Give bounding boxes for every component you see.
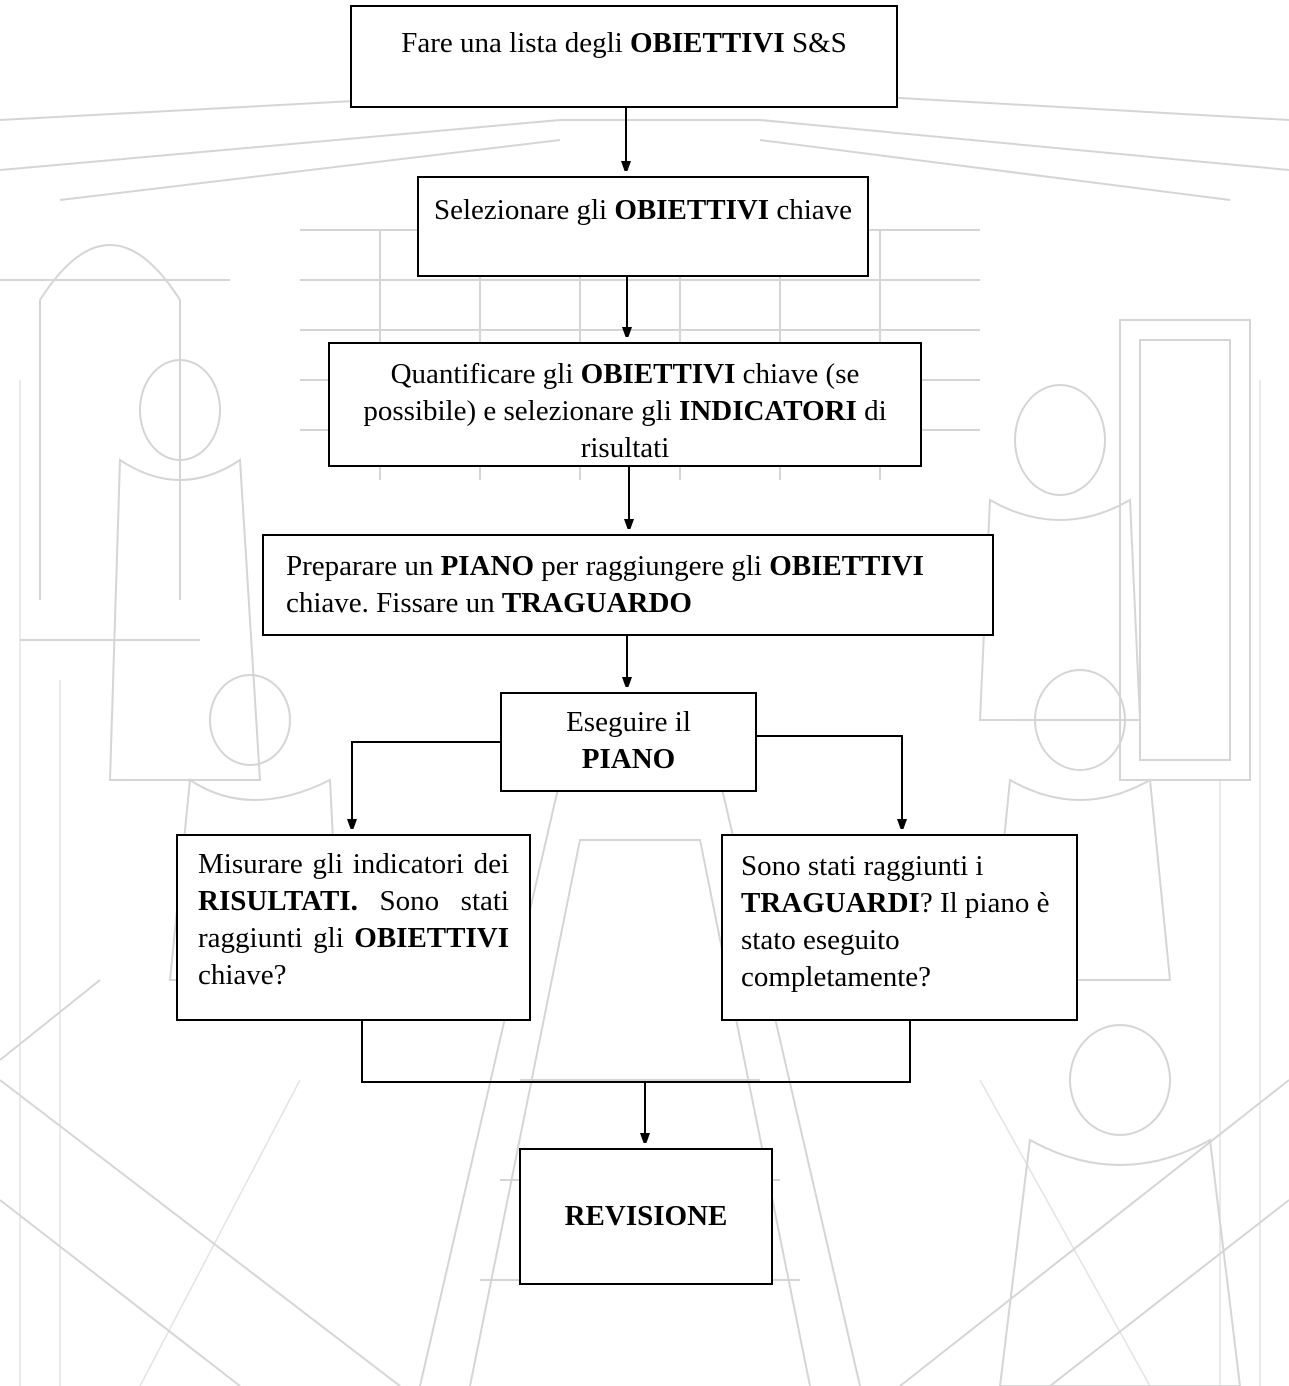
select-text-run: Selezionare gli [433, 194, 615, 226]
step-list-objectives: Fare una lista degli OBIETTIVI S&S [350, 5, 898, 108]
step-select-key-objectives: Selezionare gli OBIETTIVI chiave [417, 176, 869, 277]
plan-text-run: Preparare un [286, 550, 441, 582]
step-measure-results: Misurare gli indicatori dei RISULTATI. S… [176, 834, 531, 1021]
arrow-execute-to-measure [352, 741, 500, 826]
step-check-milestones: Sono stati raggiunti i TRAGUARDI? Il pia… [721, 834, 1078, 1021]
goals-text-run: Sono stati raggiunti i [741, 850, 984, 882]
step-execute-plan: Eseguire il PIANO [500, 692, 757, 792]
measure-text-run: Misurare gli indicatori dei [198, 848, 509, 880]
measure-text-run: chiave? [198, 959, 287, 991]
step-prepare-plan: Preparare un PIANO per raggiungere gli O… [262, 534, 994, 636]
execute-text-run: PIANO [581, 743, 676, 775]
arrow-execute-to-goals [757, 735, 902, 826]
plan-text-run: TRAGUARDO [501, 587, 692, 619]
measure-text-run: RISULTATI. [198, 885, 358, 917]
quantify-text-run: INDICATORI [679, 395, 857, 427]
quantify-text-run: OBIETTIVI [580, 358, 736, 390]
review-text-run: REVISIONE [564, 1200, 728, 1232]
step-review: REVISIONE [519, 1148, 773, 1285]
select-text-run: OBIETTIVI [614, 194, 770, 226]
plan-text-run: chiave. Fissare un [286, 587, 502, 619]
goals-text-run: ? Il piano è stato eseguito completament… [741, 887, 1050, 993]
quantify-text-run: Quantificare gli [390, 358, 581, 390]
line-measure-merge [361, 1021, 911, 1083]
measure-text-run: OBIETTIVI [354, 922, 509, 954]
plan-text-run: PIANO [440, 550, 535, 582]
plan-text-run: per raggiungere gli [534, 550, 770, 582]
select-text-run: chiave [769, 194, 853, 226]
step-quantify-objectives: Quantificare gli OBIETTIVI chiave (se po… [328, 342, 922, 467]
plan-text-run: OBIETTIVI [769, 550, 924, 582]
list-text-run: Fare una lista degli [401, 27, 630, 59]
list-text-run: OBIETTIVI [629, 27, 785, 59]
quantify-text-run: di risultati [580, 395, 887, 464]
measure-text-run: Sono stati raggiunti gli [198, 885, 509, 954]
list-text-run: S&S [784, 27, 847, 59]
quantify-text-run: chiave (se possibile) e selezionare gli [363, 358, 860, 427]
goals-text-run: TRAGUARDI [741, 887, 920, 919]
execute-text-run: Eseguire il [566, 706, 691, 738]
